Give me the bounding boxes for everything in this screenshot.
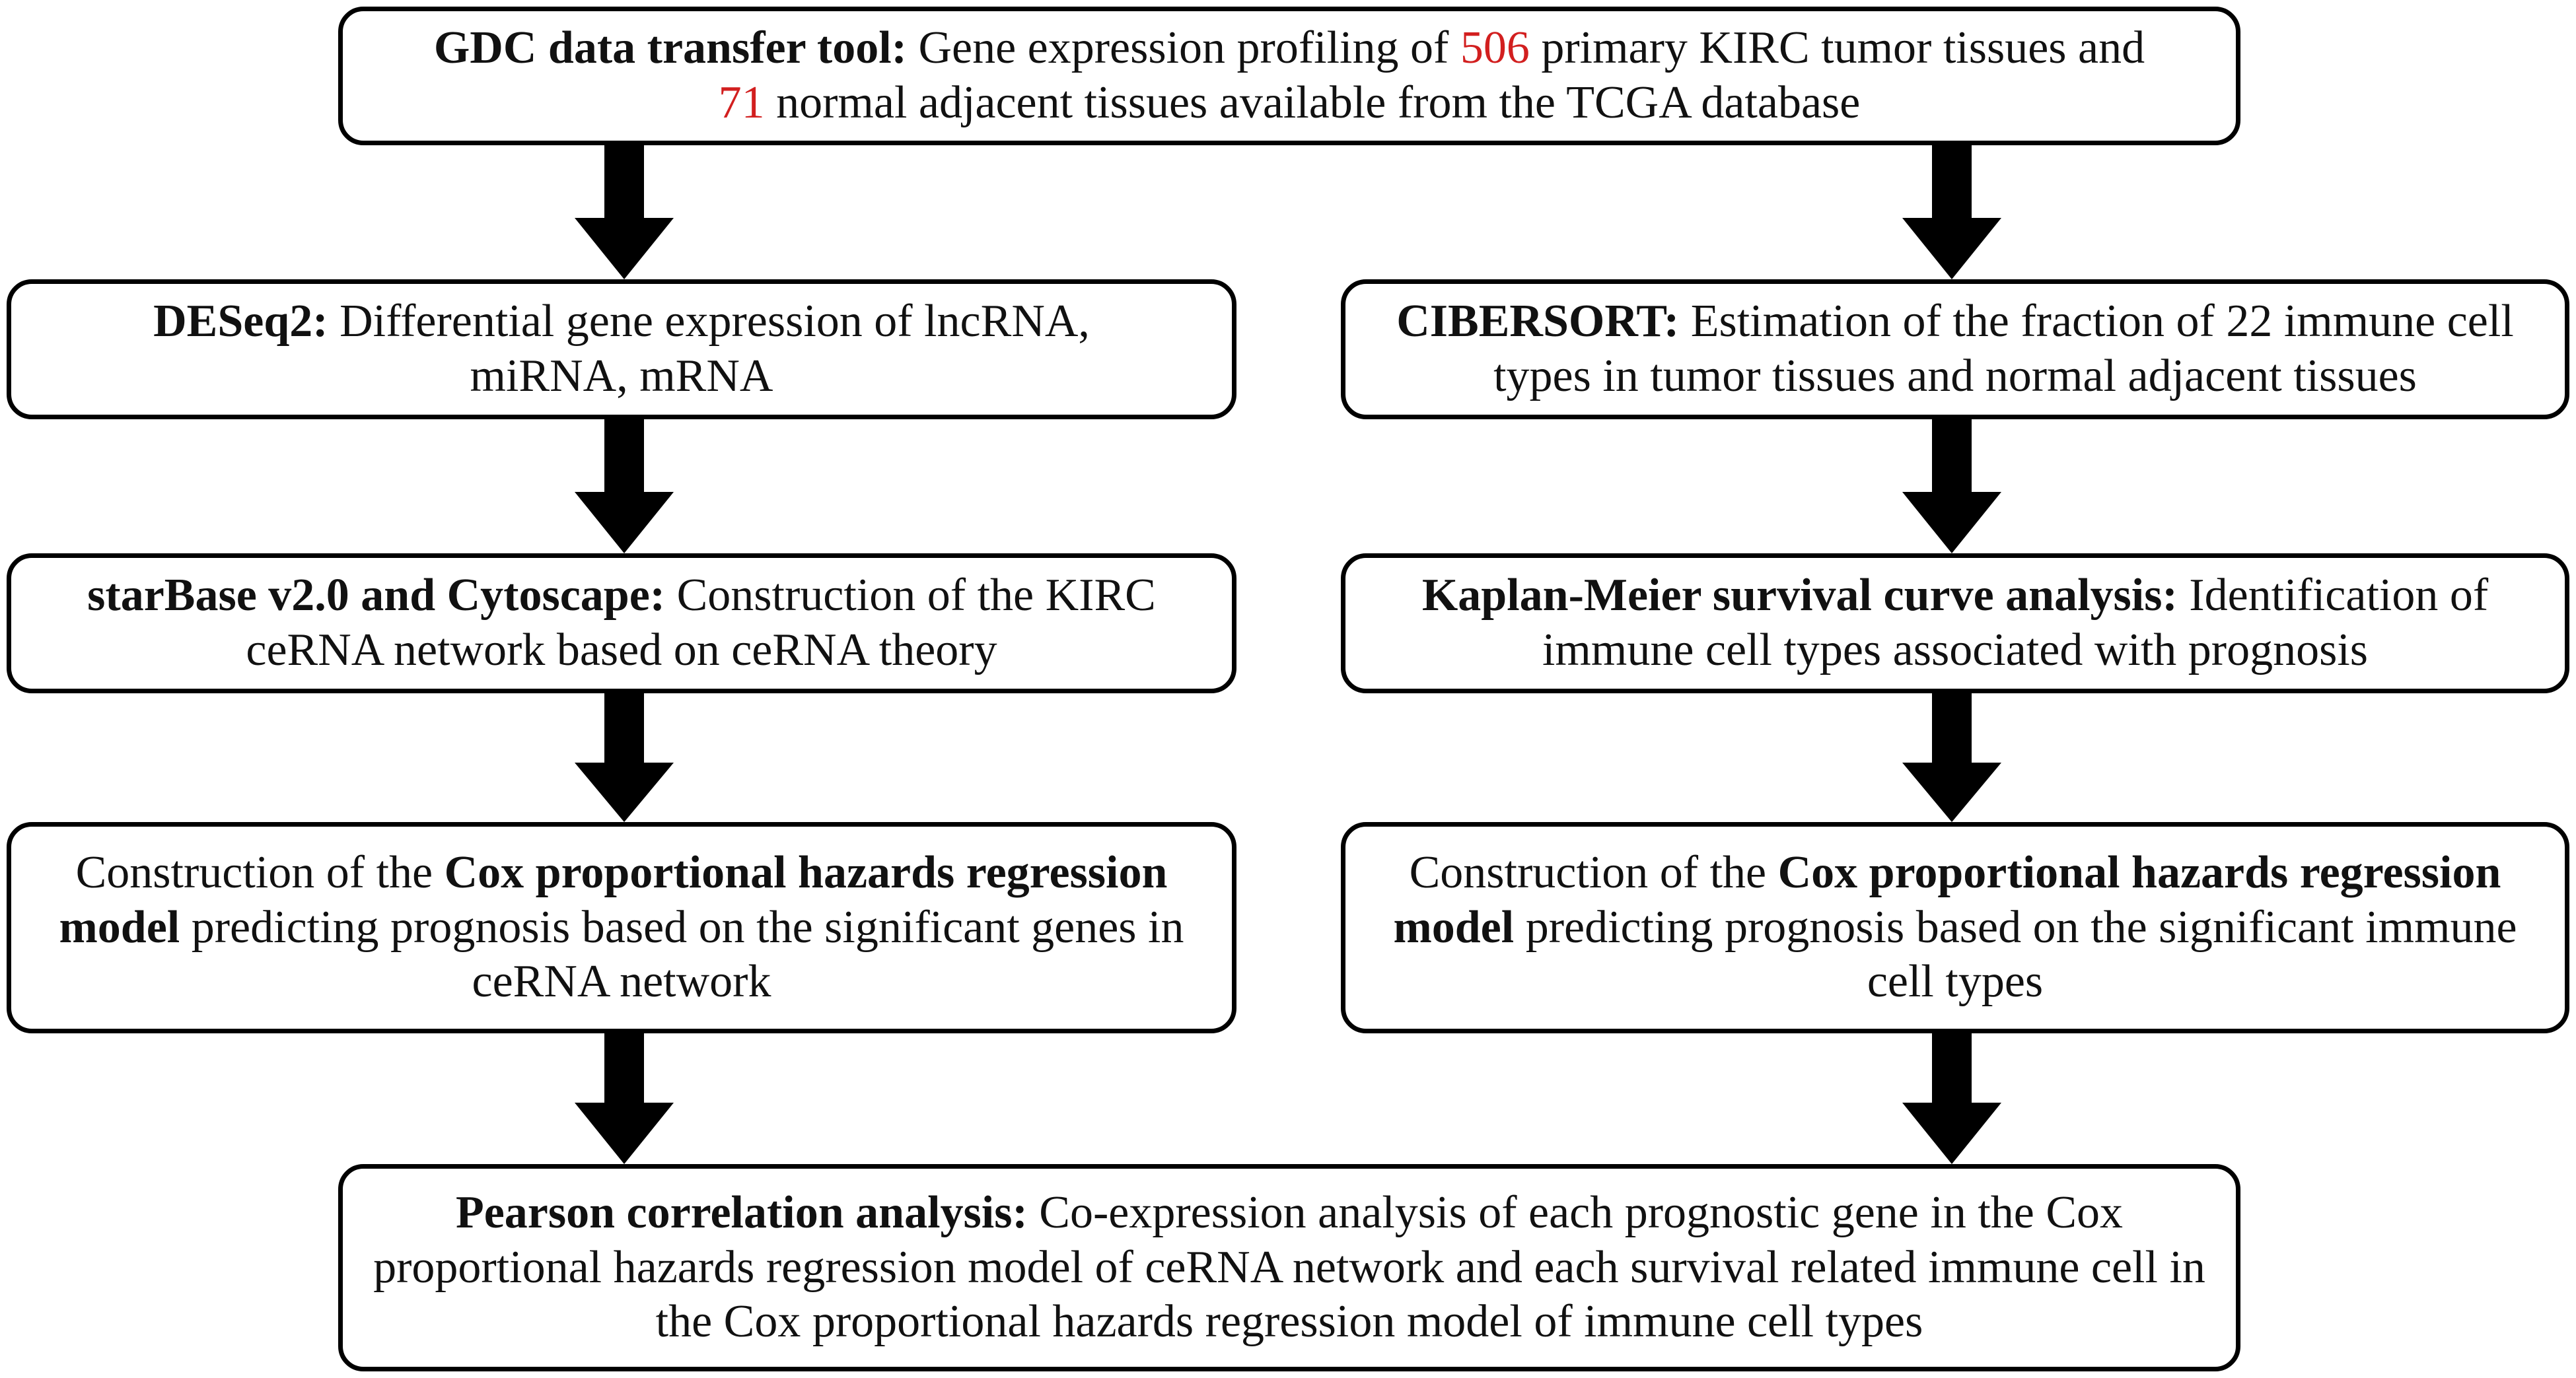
box-kaplan-title: Kaplan-Meier survival curve analysis: <box>1421 570 2178 621</box>
arrow-top-to-deseq2 <box>575 145 674 279</box>
box-cox-immune-text: Construction of the Cox proportional haz… <box>1393 847 2517 1008</box>
box-cibersort-title: CIBERSORT: <box>1396 296 1680 347</box>
box-cox-immune-title: Cox proportional hazards regression mode… <box>1393 847 2501 953</box>
box-cox-ceRNA: Construction of the Cox proportional haz… <box>7 822 1236 1033</box>
box-starbase-cytoscape: starBase v2.0 and Cytoscape: Constructio… <box>7 553 1236 693</box>
box-pearson-correlation: Pearson correlation analysis: Co-express… <box>338 1164 2240 1371</box>
arrow-cox-ceRNA-to-pearson <box>575 1033 674 1164</box>
box-deseq2: DESeq2: Differential gene expression of … <box>7 279 1236 419</box>
normal-count: 71 <box>718 77 765 128</box>
box-cox-ceRNA-title: Cox proportional hazards regression mode… <box>59 847 1168 953</box>
box-deseq2-title: DESeq2: <box>153 296 328 347</box>
arrow-cox-immune-to-pearson <box>1902 1033 2001 1164</box>
box-kaplan-meier: Kaplan-Meier survival curve analysis: Id… <box>1341 553 2569 693</box>
box-kaplan-text: Kaplan-Meier survival curve analysis: Id… <box>1421 570 2489 675</box>
tumor-count: 506 <box>1460 22 1530 74</box>
box-gdc-data-transfer: GDC data transfer tool: Gene expression … <box>338 7 2240 145</box>
arrow-starbase-to-cox-ceRNA <box>575 693 674 822</box>
arrow-deseq2-to-starbase <box>575 419 674 553</box>
box-deseq2-text: DESeq2: Differential gene expression of … <box>153 296 1090 401</box>
arrow-top-to-cibersort <box>1902 145 2001 279</box>
box-cibersort-text: CIBERSORT: Estimation of the fraction of… <box>1396 296 2514 401</box>
box-cox-ceRNA-text: Construction of the Cox proportional haz… <box>59 847 1184 1008</box>
box-gdc-title: GDC data transfer tool: <box>433 22 907 74</box>
arrow-cibersort-to-kaplan <box>1902 419 2001 553</box>
box-cibersort: CIBERSORT: Estimation of the fraction of… <box>1341 279 2569 419</box>
box-starbase-text: starBase v2.0 and Cytoscape: Constructio… <box>87 570 1156 675</box>
box-cox-immune: Construction of the Cox proportional haz… <box>1341 822 2569 1033</box>
box-gdc-text: GDC data transfer tool: Gene expression … <box>433 22 2145 128</box>
box-pearson-text: Pearson correlation analysis: Co-express… <box>373 1187 2205 1348</box>
box-pearson-title: Pearson correlation analysis: <box>455 1187 1028 1239</box>
box-starbase-title: starBase v2.0 and Cytoscape: <box>87 570 666 621</box>
arrow-kaplan-to-cox-immune <box>1902 693 2001 822</box>
